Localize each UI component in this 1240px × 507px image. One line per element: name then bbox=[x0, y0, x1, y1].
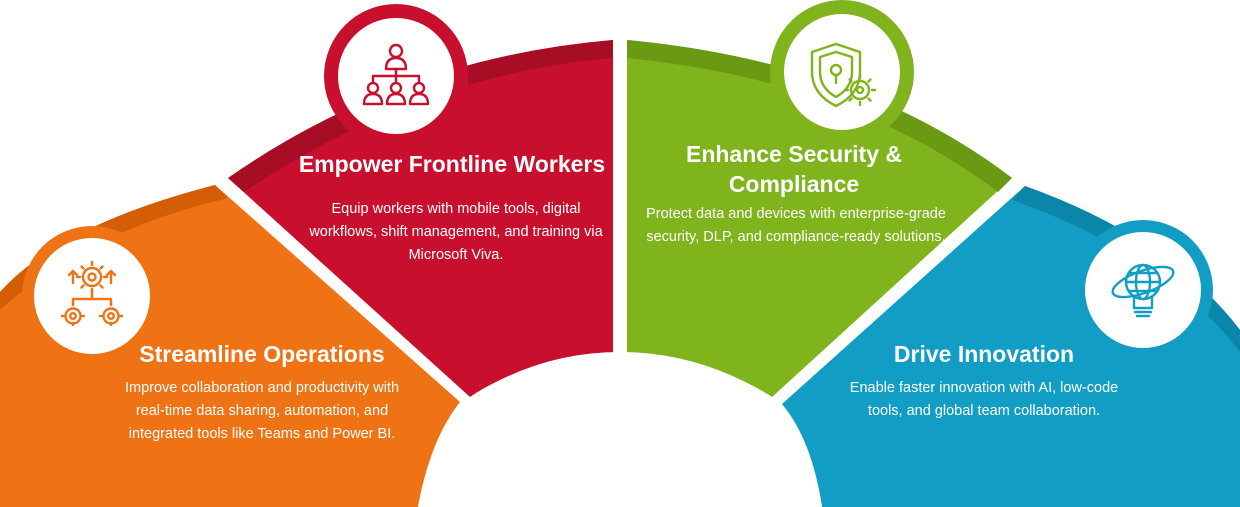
team-hierarchy-icon bbox=[362, 43, 430, 106]
streamline-description: Improve collaboration and productivity w… bbox=[124, 380, 400, 442]
shield-lock-icon bbox=[810, 42, 877, 108]
segment-empower-rim bbox=[228, 40, 613, 192]
innovation-description: Enable faster innovation with AI, low-co… bbox=[849, 380, 1119, 419]
empower-description: Equip workers with mobile tools, digital… bbox=[309, 201, 603, 263]
gears-workflow-icon bbox=[60, 260, 124, 327]
streamline-title: Streamline Operations bbox=[139, 341, 385, 367]
segment-innovation-rim bbox=[1012, 186, 1240, 352]
empower-title: Empower Frontline Workers bbox=[298, 151, 606, 177]
security-title-line1: Enhance Security & bbox=[685, 141, 903, 167]
lightbulb-globe-icon bbox=[1111, 263, 1175, 318]
security-description: Protect data and devices with enterprise… bbox=[646, 206, 946, 245]
segment-security-rim bbox=[627, 40, 1012, 192]
security-title-line2: Compliance bbox=[728, 171, 860, 197]
center-hub bbox=[418, 352, 822, 507]
segment-streamline-rim bbox=[0, 185, 228, 310]
badge-security bbox=[784, 14, 900, 130]
innovation-title: Drive Innovation bbox=[893, 341, 1075, 367]
